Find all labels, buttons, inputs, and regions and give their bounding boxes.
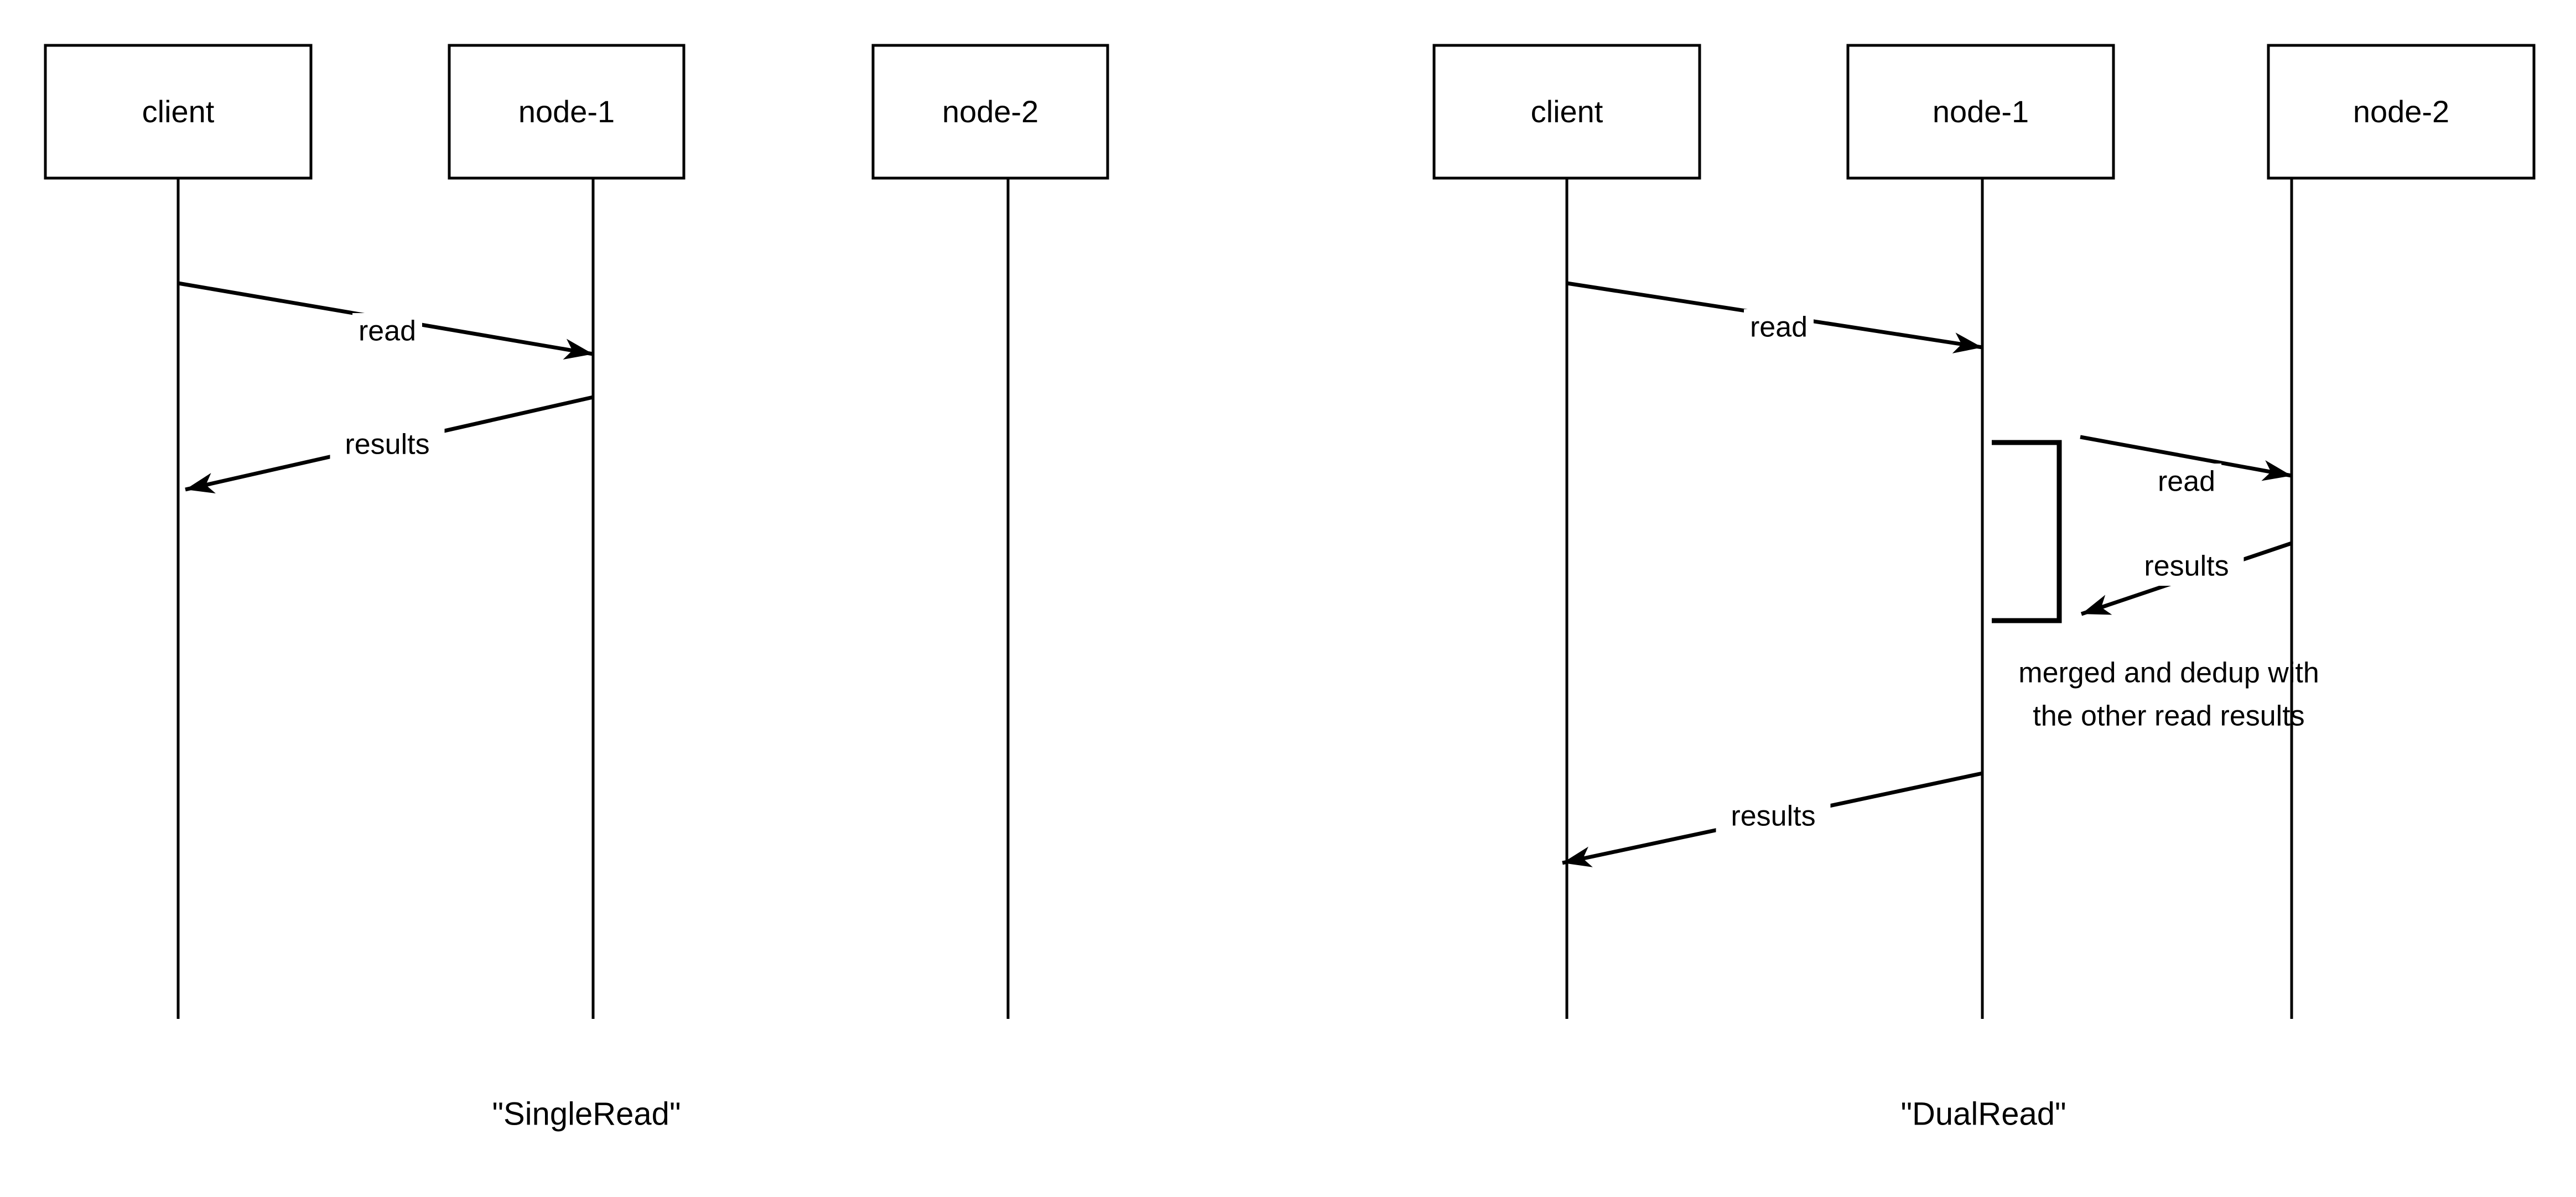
participant-box-client[interactable] xyxy=(44,44,313,180)
participant-node-1-dual-read[interactable]: node-1 xyxy=(1846,44,2115,1019)
message-read-1-dual-read[interactable]: read xyxy=(2080,435,2292,501)
participant-label-node-2: node-2 xyxy=(942,94,1038,129)
message-label-read: read xyxy=(1750,311,1808,344)
arrowhead-icon xyxy=(185,472,216,494)
message-label-backdrop xyxy=(1716,798,1831,836)
diagram-single-read: client node-1 node-2 read results "SingleRead… xyxy=(44,44,1109,1132)
participant-box-node-1[interactable] xyxy=(448,44,685,180)
participant-box-node-2[interactable] xyxy=(871,44,1109,180)
message-label-results: results xyxy=(345,429,429,461)
activation-bracket-node-1-0 xyxy=(1992,440,2062,623)
participant-node-1-single-read[interactable]: node-1 xyxy=(448,44,685,1019)
message-read-0-single-read[interactable]: read xyxy=(178,281,594,360)
caption-single-read: "SingleRead" xyxy=(492,1096,681,1132)
arrowhead-icon xyxy=(2081,595,2112,615)
participant-node-2-single-read[interactable]: node-2 xyxy=(871,44,1109,1019)
participant-label-node-2: node-2 xyxy=(2353,94,2449,129)
message-results-2-dual-read[interactable]: results xyxy=(2080,541,2293,616)
message-label-backdrop xyxy=(330,426,445,464)
arrowhead-icon xyxy=(2261,460,2292,481)
message-results-1-single-read[interactable]: results xyxy=(185,395,594,494)
message-label-results: results xyxy=(2144,550,2229,582)
message-label-backdrop xyxy=(2152,464,2221,501)
note-line: the other read results xyxy=(2033,700,2304,732)
message-line-read xyxy=(2080,435,2292,478)
message-read-0-dual-read[interactable]: read xyxy=(1566,281,1983,353)
participant-box-node-1[interactable] xyxy=(1846,44,2115,180)
participant-client-dual-read[interactable]: client xyxy=(1432,44,1701,1019)
arrowhead-icon xyxy=(563,339,593,360)
participant-box-client[interactable] xyxy=(1432,44,1701,180)
note-line: merged and dedup with xyxy=(2018,657,2319,689)
message-results-3-dual-read[interactable]: results xyxy=(1562,771,1983,867)
message-label-backdrop xyxy=(2129,548,2244,586)
participant-label-client: client xyxy=(142,94,215,129)
message-label-read: read xyxy=(2158,466,2215,498)
arrowhead-icon xyxy=(1562,846,1593,867)
caption-dual-read: "DualRead" xyxy=(1900,1096,2066,1132)
participant-node-2-dual-read[interactable]: node-2 xyxy=(2267,44,2536,1019)
participant-box-node-2[interactable] xyxy=(2267,44,2536,180)
arrowhead-icon xyxy=(1952,332,1982,353)
participant-client-single-read[interactable]: client xyxy=(44,44,313,1019)
message-label-backdrop xyxy=(352,313,422,351)
participant-label-node-1: node-1 xyxy=(518,94,615,129)
message-label-backdrop xyxy=(1744,309,1814,347)
note-0-dual-read: merged and dedup with the other read resu… xyxy=(2018,657,2319,732)
diagram-dual-read: client node-1 node-2 read read results results… xyxy=(1432,44,2536,1132)
participant-label-client: client xyxy=(1531,94,1603,129)
participant-label-node-1: node-1 xyxy=(1933,94,2029,129)
message-label-results: results xyxy=(1731,800,1815,832)
message-label-read: read xyxy=(359,315,416,347)
